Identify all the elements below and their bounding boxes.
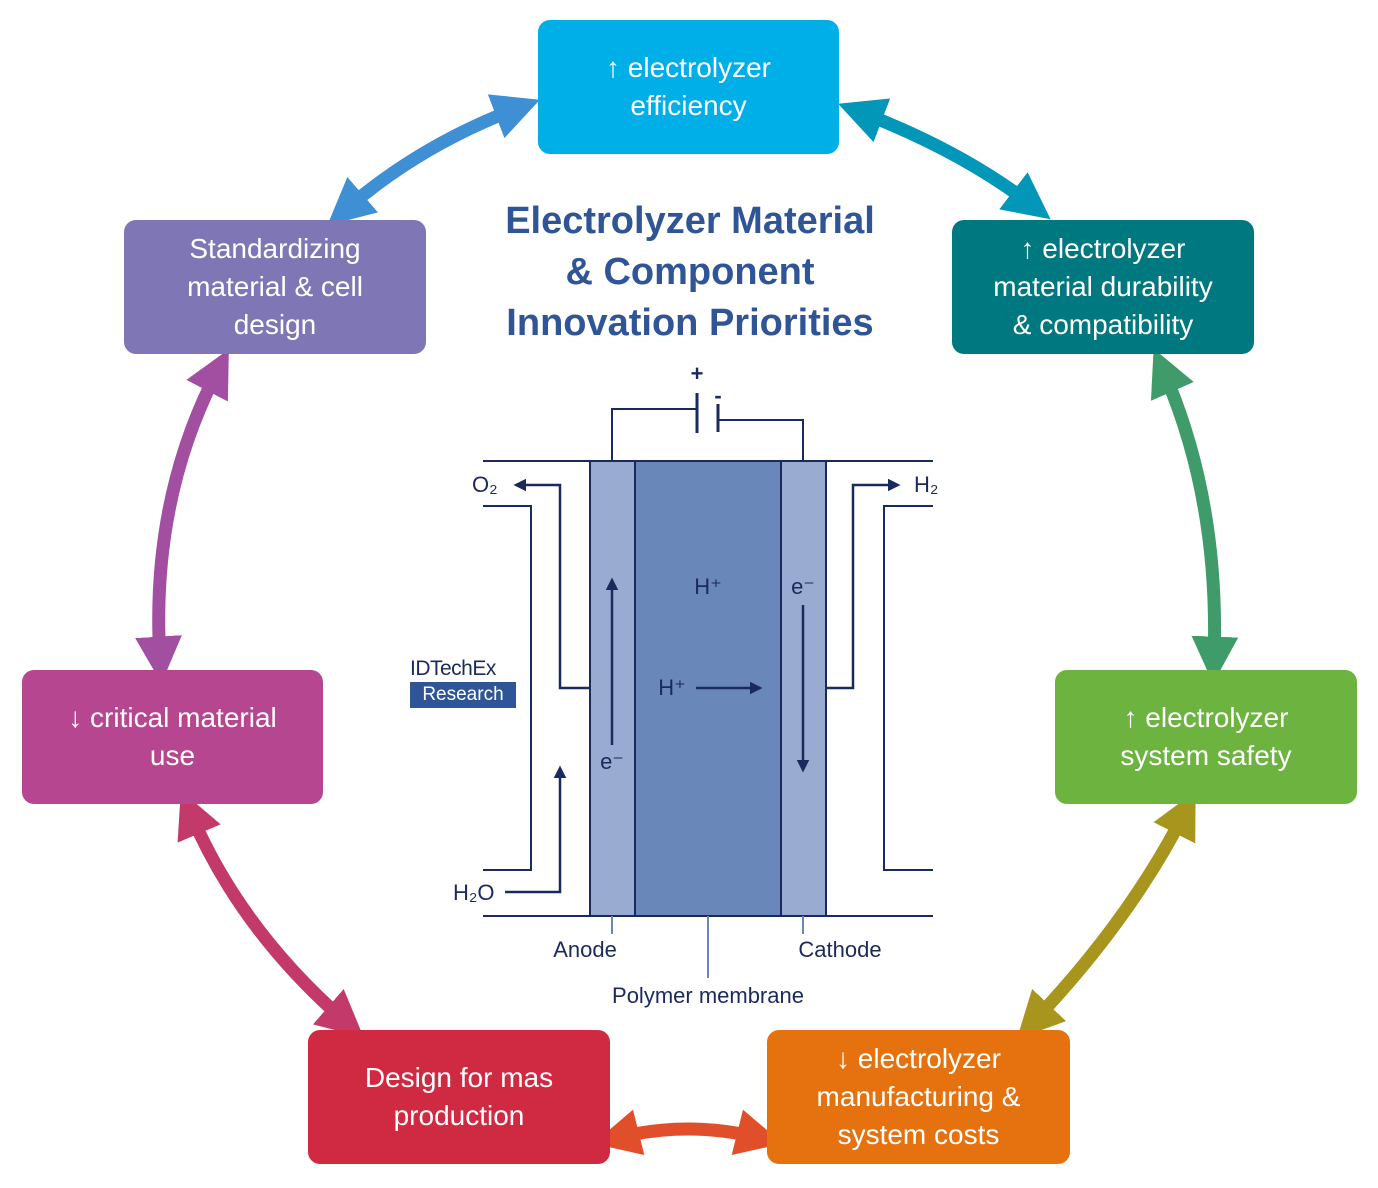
box-standardizing-design: Standardizing material & cell design (124, 220, 426, 354)
plus-label: + (691, 361, 704, 386)
box-mass-production: Design for mas production (308, 1030, 610, 1164)
o2-outlet-path (513, 478, 590, 690)
box-electrolyzer-efficiency: ↑ electrolyzer efficiency (538, 20, 839, 154)
logo-bottom-text: Research (410, 682, 516, 708)
cycle-arrow-efficiency-durability (838, 98, 1051, 220)
electrolysis-cell: + - O₂ H₂ H₂O H⁺ H⁺ e⁻ e⁻ Anode Cathode … (453, 361, 938, 1008)
cycle-arrow-durability-safety (1150, 348, 1239, 684)
h2-outlet-path (826, 478, 901, 690)
h-plus-top-label: H⁺ (694, 574, 722, 599)
minus-label: - (714, 383, 721, 408)
h2o-label: H₂O (453, 880, 495, 905)
cycle-arrow-critical-standardizing (135, 349, 229, 684)
cycle-arrow-standardizing-efficiency (327, 94, 540, 226)
box-critical-material: ↓ critical material use (22, 670, 323, 804)
box-system-safety: ↑ electrolyzer system safety (1055, 670, 1357, 804)
e-minus-left-label: e⁻ (600, 749, 624, 774)
idtechex-logo: IDTechEx Research (410, 656, 516, 708)
circuit-wire-left (611, 408, 697, 461)
polymer-membrane-label: Polymer membrane (612, 983, 804, 1008)
cathode-label: Cathode (798, 937, 881, 962)
cycle-arrow-safety-costs (1016, 791, 1196, 1039)
cycle-arrow-production-critical (177, 790, 364, 1038)
anode-label: Anode (553, 937, 617, 962)
circuit-wire-right (718, 419, 804, 461)
anode-channel-outer (483, 505, 532, 871)
cycle-arrow-costs-production (593, 1109, 783, 1156)
e-minus-right-label: e⁻ (791, 574, 815, 599)
logo-top-text: IDTechEx (410, 657, 496, 680)
box-manufacturing-costs: ↓ electrolyzer manufacturing & system co… (767, 1030, 1070, 1164)
diagram-title: Electrolyzer Material & Component Innova… (505, 200, 875, 344)
h2-label: H₂ (914, 472, 938, 497)
cathode-channel-outer (883, 505, 933, 871)
box-material-durability: ↑ electrolyzer material durability & com… (952, 220, 1254, 354)
h-plus-mid-label: H⁺ (658, 675, 686, 700)
h2o-inlet-arrow (505, 765, 567, 894)
o2-label: O₂ (472, 472, 498, 497)
